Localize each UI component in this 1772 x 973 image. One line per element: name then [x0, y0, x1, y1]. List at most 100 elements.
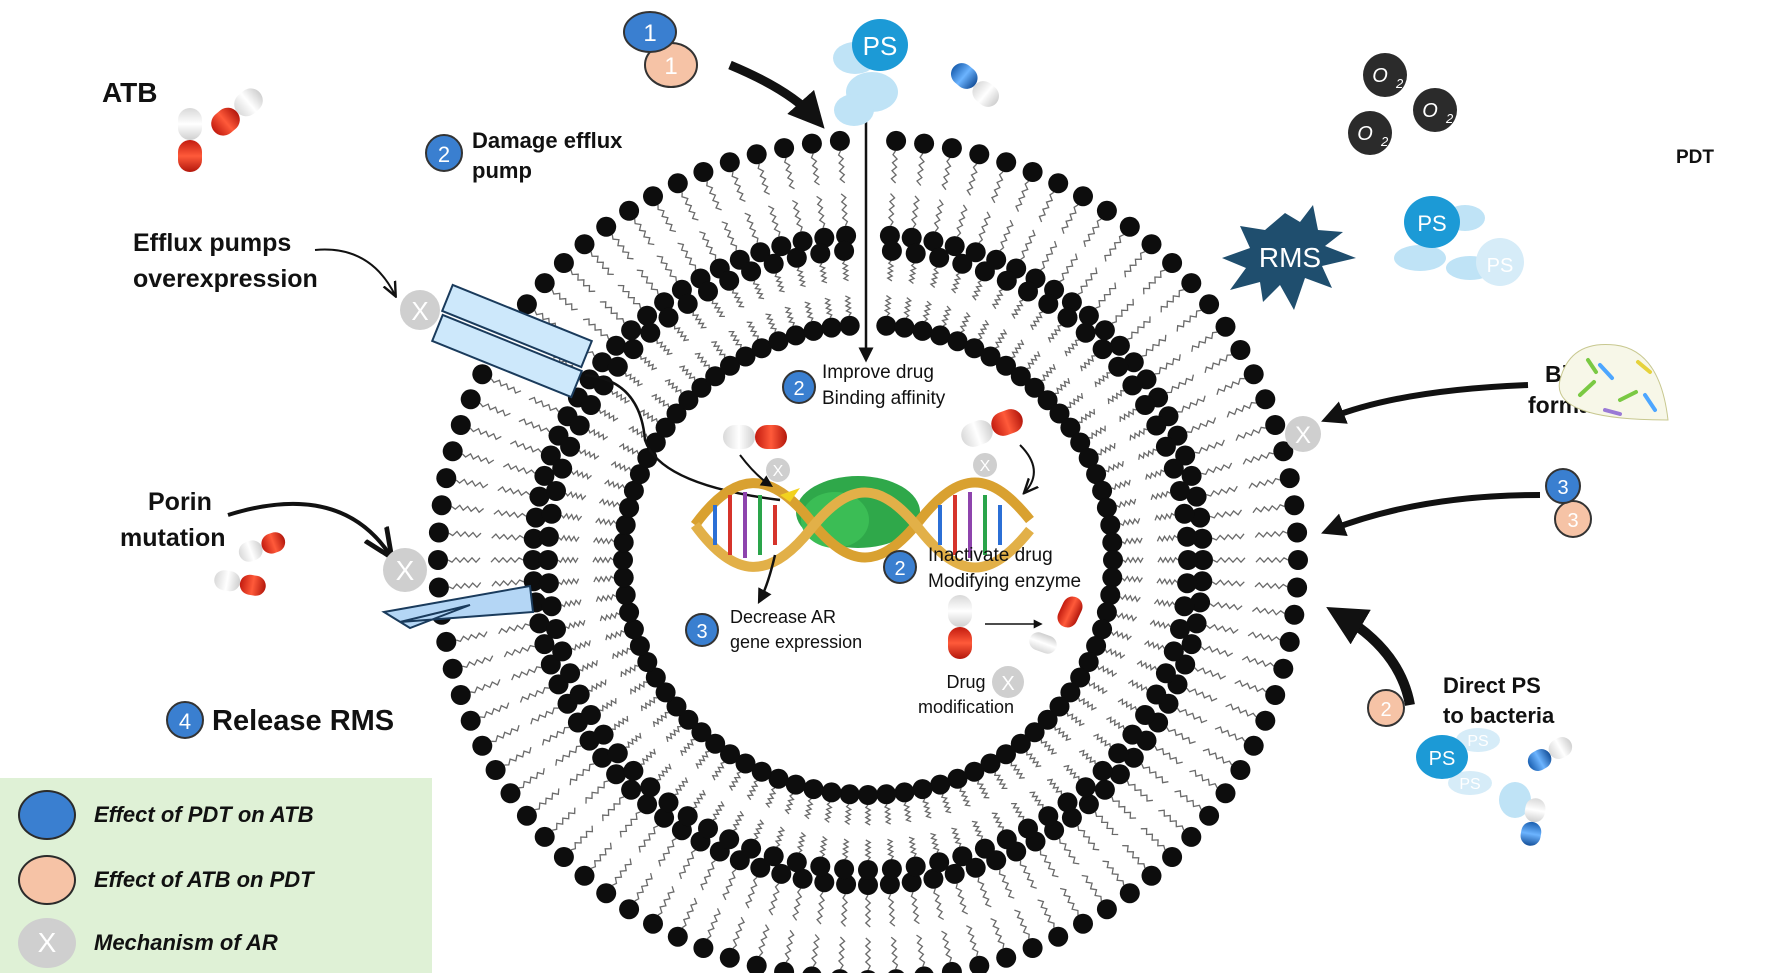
- lipid-head: [436, 631, 457, 652]
- lipid-tail: [1191, 331, 1218, 352]
- lipid-tail: [640, 696, 658, 712]
- lipid-head: [974, 838, 995, 859]
- lipid-tail: [558, 534, 580, 543]
- lipid-head: [623, 760, 644, 781]
- lipid-head: [1193, 550, 1213, 570]
- lipid-tail: [491, 725, 520, 743]
- lipid-head: [1199, 294, 1220, 315]
- lipid-tail: [695, 750, 710, 769]
- lipid-head: [677, 806, 698, 827]
- lipid-head: [792, 868, 813, 889]
- lipid-tail: [585, 780, 609, 804]
- lipid-head: [1108, 356, 1129, 377]
- lipid-tail: [681, 897, 698, 929]
- lipid-tail: [679, 365, 696, 381]
- lipid-head: [1024, 377, 1045, 398]
- porin-channel: [381, 584, 535, 630]
- lipid-head: [1096, 497, 1117, 518]
- lipid-tail: [864, 894, 872, 928]
- lipid-head: [655, 417, 676, 438]
- lipid-head: [1103, 550, 1123, 570]
- svg-text:O: O: [1422, 100, 1438, 122]
- lipid-tail: [571, 469, 592, 481]
- lipid-tail: [502, 462, 536, 475]
- svg-text:RMS: RMS: [1259, 242, 1321, 273]
- lipid-tail: [774, 273, 785, 293]
- lipid-head: [619, 200, 640, 221]
- lipid-tail: [922, 300, 933, 322]
- atb-capsule-tilted: [211, 88, 263, 136]
- lipid-tail: [941, 157, 952, 191]
- lipid-tail: [657, 763, 672, 781]
- lipid-head: [1162, 253, 1183, 273]
- lipid-head: [741, 261, 762, 282]
- lipid-tail: [971, 820, 984, 840]
- lipid-tail: [1040, 739, 1057, 755]
- lipid-tail: [625, 732, 642, 748]
- badge-3-arrow: [1321, 492, 1541, 536]
- lipid-tail: [595, 593, 617, 603]
- lipid-head: [442, 441, 463, 462]
- lipid-tail: [493, 509, 527, 519]
- lipid-head: [894, 317, 915, 338]
- lipid-head: [1141, 865, 1162, 886]
- lipid-tail: [959, 787, 971, 807]
- lipid-head: [623, 339, 644, 360]
- lipid-head: [888, 969, 905, 973]
- lipid-tail: [634, 872, 653, 902]
- lipid-tail: [570, 269, 596, 293]
- lipid-head: [523, 550, 543, 570]
- blue-capsule-top: [950, 63, 1000, 107]
- lipid-head: [1048, 173, 1069, 194]
- lipid-head: [834, 859, 855, 880]
- release-rms-badge: 4: [166, 701, 204, 739]
- lipid-tail: [1011, 802, 1025, 820]
- lipid-head: [1190, 507, 1211, 528]
- lipid-tail: [624, 372, 643, 387]
- lipid-tail: [1054, 377, 1071, 395]
- lipid-tail: [1166, 727, 1196, 745]
- lipid-head: [623, 480, 644, 501]
- lipid-head: [803, 320, 824, 341]
- lipid-head: [693, 162, 714, 182]
- lipid-tail: [1127, 679, 1148, 692]
- lipid-tail: [930, 832, 940, 853]
- lipid-tail: [1251, 606, 1285, 616]
- lipid-head: [1190, 592, 1211, 613]
- lipid-head: [1181, 273, 1202, 294]
- lipid-tail: [1157, 556, 1179, 564]
- lipid-head: [637, 305, 658, 326]
- lipid-tail: [674, 777, 689, 796]
- lipid-tail: [1141, 763, 1169, 784]
- lipid-head: [1037, 709, 1058, 730]
- lipid-head: [952, 846, 973, 867]
- lipid-head: [814, 227, 835, 248]
- lipid-head: [1273, 658, 1294, 679]
- lipid-head: [607, 356, 628, 377]
- lipid-tail: [1252, 504, 1285, 514]
- lipid-tail: [665, 725, 682, 743]
- lipid-head: [538, 526, 559, 547]
- lipid-tail: [746, 780, 759, 801]
- lipid-head: [768, 331, 789, 352]
- svg-text:PS: PS: [863, 31, 898, 61]
- lipid-tail: [791, 199, 803, 232]
- lipid-head: [1273, 441, 1294, 462]
- lipid-tail: [490, 378, 522, 394]
- inactivate-label-2: Modifying enzyme: [928, 571, 1081, 592]
- lipid-tail: [490, 556, 524, 564]
- lipid-head: [1048, 926, 1069, 947]
- lipid-tail: [461, 452, 495, 465]
- lipid-head: [677, 293, 698, 314]
- lipid-head: [472, 735, 493, 756]
- lipid-head: [996, 744, 1016, 765]
- lipid-head: [450, 685, 471, 705]
- broken-capsule: [1029, 596, 1083, 654]
- atb-capsule-vertical: [178, 108, 202, 172]
- lipid-tail: [1121, 537, 1143, 545]
- lipid-tail: [1026, 751, 1042, 768]
- lipid-tail: [497, 486, 531, 497]
- lipid-tail: [1150, 490, 1171, 500]
- lipid-tail: [731, 289, 745, 308]
- lipid-head: [1092, 339, 1113, 360]
